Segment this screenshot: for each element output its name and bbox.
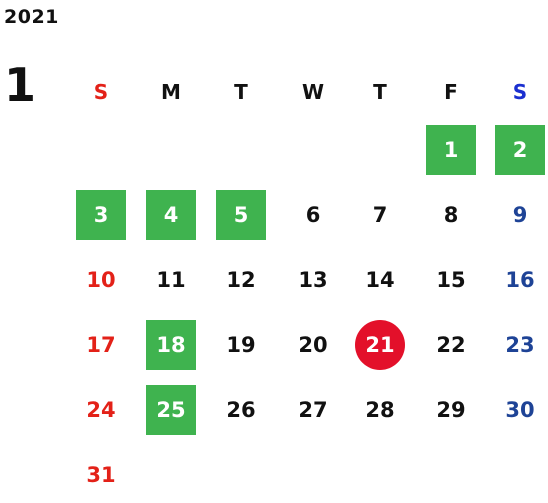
day-number: 15 xyxy=(436,268,466,292)
weekday-thursday: T xyxy=(373,80,387,104)
day-number: 2 xyxy=(512,138,528,162)
day-number: 27 xyxy=(298,398,328,422)
day-number: 7 xyxy=(372,203,388,227)
day-cell-25[interactable]: 25 xyxy=(146,385,196,435)
day-cell-7[interactable]: 7 xyxy=(355,190,405,240)
day-number: 14 xyxy=(365,268,395,292)
day-cell-2[interactable]: 2 xyxy=(495,125,545,175)
day-cell-5[interactable]: 5 xyxy=(216,190,266,240)
day-cell-28[interactable]: 28 xyxy=(355,385,405,435)
day-number: 23 xyxy=(505,333,535,357)
weekday-friday: F xyxy=(444,80,458,104)
day-number: 31 xyxy=(86,463,116,487)
day-number: 1 xyxy=(443,138,459,162)
day-number: 25 xyxy=(156,398,186,422)
day-number: 4 xyxy=(163,203,179,227)
day-number: 13 xyxy=(298,268,328,292)
day-number: 9 xyxy=(512,203,528,227)
day-cell-3[interactable]: 3 xyxy=(76,190,126,240)
day-number: 17 xyxy=(86,333,116,357)
day-cell-1[interactable]: 1 xyxy=(426,125,476,175)
weekday-tuesday: T xyxy=(234,80,248,104)
weekday-sunday: S xyxy=(93,80,109,104)
weekday-saturday: S xyxy=(512,80,528,104)
day-cell-12[interactable]: 12 xyxy=(216,255,266,305)
day-cell-24[interactable]: 24 xyxy=(76,385,126,435)
day-number: 5 xyxy=(233,203,249,227)
day-number: 6 xyxy=(305,203,321,227)
day-number: 18 xyxy=(156,333,186,357)
day-number: 16 xyxy=(505,268,535,292)
day-cell-16[interactable]: 16 xyxy=(495,255,545,305)
day-cell-27[interactable]: 27 xyxy=(288,385,338,435)
weekday-monday: M xyxy=(161,80,181,104)
day-number: 11 xyxy=(156,268,186,292)
day-cell-11[interactable]: 11 xyxy=(146,255,196,305)
day-cell-8[interactable]: 8 xyxy=(426,190,476,240)
day-number: 12 xyxy=(226,268,256,292)
day-number: 29 xyxy=(436,398,466,422)
day-cell-26[interactable]: 26 xyxy=(216,385,266,435)
day-cell-30[interactable]: 30 xyxy=(495,385,545,435)
day-cell-15[interactable]: 15 xyxy=(426,255,476,305)
day-cell-4[interactable]: 4 xyxy=(146,190,196,240)
day-cell-19[interactable]: 19 xyxy=(216,320,266,370)
day-number: 21 xyxy=(365,333,395,357)
day-cell-17[interactable]: 17 xyxy=(76,320,126,370)
day-number: 26 xyxy=(226,398,256,422)
day-cell-31[interactable]: 31 xyxy=(76,450,126,500)
month-number: 1 xyxy=(4,58,37,112)
day-number: 20 xyxy=(298,333,328,357)
day-cell-6[interactable]: 6 xyxy=(288,190,338,240)
day-number: 30 xyxy=(505,398,535,422)
day-cell-21[interactable]: 21 xyxy=(355,320,405,370)
day-number: 10 xyxy=(86,268,116,292)
day-cell-20[interactable]: 20 xyxy=(288,320,338,370)
day-cell-9[interactable]: 9 xyxy=(495,190,545,240)
year-label: 2021 xyxy=(4,6,59,28)
day-cell-10[interactable]: 10 xyxy=(76,255,126,305)
day-number: 24 xyxy=(86,398,116,422)
day-number: 28 xyxy=(365,398,395,422)
day-cell-13[interactable]: 13 xyxy=(288,255,338,305)
day-cell-18[interactable]: 18 xyxy=(146,320,196,370)
day-number: 22 xyxy=(436,333,466,357)
day-cell-22[interactable]: 22 xyxy=(426,320,476,370)
weekday-wednesday: W xyxy=(301,80,325,104)
day-cell-14[interactable]: 14 xyxy=(355,255,405,305)
day-cell-29[interactable]: 29 xyxy=(426,385,476,435)
day-number: 8 xyxy=(443,203,459,227)
day-number: 19 xyxy=(226,333,256,357)
day-number: 3 xyxy=(93,203,109,227)
day-cell-23[interactable]: 23 xyxy=(495,320,545,370)
